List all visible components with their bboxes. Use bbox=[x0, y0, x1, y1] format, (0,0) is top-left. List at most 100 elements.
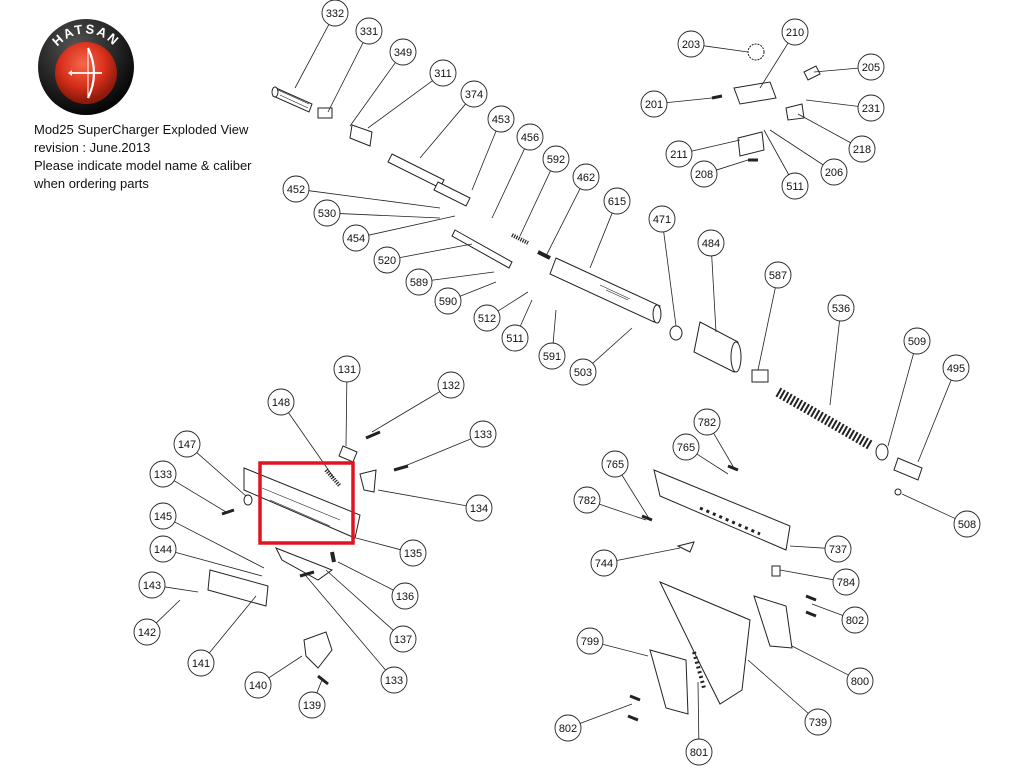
part-callout-208: 208 bbox=[690, 160, 718, 188]
callout-number: 137 bbox=[394, 634, 412, 646]
callout-number: 133 bbox=[154, 469, 172, 481]
callout-circle bbox=[405, 268, 433, 296]
leader-line-140 bbox=[268, 655, 303, 679]
leader-line-802b bbox=[580, 703, 633, 724]
screw-136-part bbox=[330, 551, 336, 563]
part-callout-147: 147 bbox=[173, 430, 201, 458]
leader-line-799 bbox=[602, 643, 649, 657]
callout-circle bbox=[848, 135, 876, 163]
part-callout-311: 311 bbox=[429, 59, 457, 87]
part-callout-201: 201 bbox=[640, 90, 668, 118]
leader-line-462 bbox=[545, 188, 581, 257]
callout-number: 765 bbox=[677, 442, 695, 454]
leader-line-142 bbox=[156, 599, 181, 624]
leader-line-591 bbox=[552, 309, 557, 344]
callout-number: 471 bbox=[653, 214, 671, 226]
callout-number: 799 bbox=[581, 636, 599, 648]
screws-802a-part bbox=[805, 594, 817, 618]
callout-number: 139 bbox=[303, 700, 321, 712]
ordering-note-line-1: Please indicate model name & caliber bbox=[34, 158, 252, 173]
part-callout-205: 205 bbox=[857, 53, 885, 81]
grip-panel-800-part bbox=[753, 595, 793, 649]
part-callout-133c: 133 bbox=[380, 666, 408, 694]
part-callout-520: 520 bbox=[373, 246, 401, 274]
callout-circle bbox=[677, 30, 705, 58]
part-callout-203: 203 bbox=[677, 30, 705, 58]
part-callout-802b: 802 bbox=[554, 714, 582, 742]
callout-number: 332 bbox=[326, 8, 344, 20]
callout-number: 511 bbox=[506, 333, 524, 345]
callout-number: 456 bbox=[521, 132, 539, 144]
callout-number: 205 bbox=[862, 62, 880, 74]
leader-line-145 bbox=[174, 521, 265, 569]
sear-131-part bbox=[338, 445, 358, 463]
callout-number: 144 bbox=[154, 544, 172, 556]
leader-line-590 bbox=[459, 281, 497, 297]
callout-circle bbox=[903, 327, 931, 355]
part-callout-484: 484 bbox=[697, 229, 725, 257]
callout-number: 311 bbox=[434, 68, 452, 80]
callout-circle bbox=[373, 246, 401, 274]
revision-text: revision : June.2013 bbox=[34, 140, 151, 155]
callout-number: 784 bbox=[837, 577, 855, 589]
clamp-218-part bbox=[785, 103, 805, 121]
leader-line-530 bbox=[339, 213, 441, 219]
callout-circle bbox=[572, 163, 600, 191]
callout-circle bbox=[764, 261, 792, 289]
leader-line-765a bbox=[696, 453, 729, 475]
callout-circle bbox=[434, 287, 462, 315]
part-callout-589: 589 bbox=[405, 268, 433, 296]
callout-circle bbox=[399, 539, 427, 567]
callout-circle bbox=[846, 667, 874, 695]
diagram-caption: Mod25 SuperCharger Exploded View revisio… bbox=[34, 121, 252, 193]
callout-circle bbox=[648, 205, 676, 233]
part-callout-782a: 782 bbox=[693, 408, 721, 436]
part-callout-512: 512 bbox=[473, 304, 501, 332]
spring-592-part bbox=[511, 233, 529, 245]
callout-circle bbox=[298, 691, 326, 719]
callout-circle bbox=[267, 388, 295, 416]
part-callout-801: 801 bbox=[685, 738, 713, 766]
callout-number: 374 bbox=[465, 89, 483, 101]
leader-line-139 bbox=[316, 679, 323, 694]
callout-number: 331 bbox=[360, 26, 378, 38]
callout-number: 203 bbox=[682, 39, 700, 51]
bushing-147-part bbox=[243, 494, 253, 506]
part-callouts: 3323313493113744534565924626154525304545… bbox=[133, 0, 981, 766]
callout-circle bbox=[465, 494, 493, 522]
callout-circle bbox=[781, 172, 809, 200]
leader-line-587 bbox=[757, 287, 776, 371]
part-callout-765b: 765 bbox=[601, 450, 629, 478]
screw-784-part bbox=[771, 565, 781, 577]
leader-line-452 bbox=[308, 190, 441, 209]
leader-line-509 bbox=[887, 353, 914, 447]
part-callout-218: 218 bbox=[848, 135, 876, 163]
pin-133b-part bbox=[221, 508, 235, 516]
callout-number: 201 bbox=[645, 99, 663, 111]
callout-circle bbox=[391, 582, 419, 610]
callout-number: 142 bbox=[138, 627, 156, 639]
callout-number: 590 bbox=[439, 296, 457, 308]
callout-number: 133 bbox=[385, 675, 403, 687]
front-sight-part bbox=[349, 124, 373, 147]
callout-circle bbox=[569, 358, 597, 386]
part-callout-765a: 765 bbox=[672, 433, 700, 461]
screws-765-part bbox=[641, 464, 739, 522]
callout-number: 206 bbox=[825, 167, 843, 179]
clip-744-part bbox=[676, 541, 695, 553]
callout-circle bbox=[173, 430, 201, 458]
sight-gear-203-part bbox=[747, 43, 765, 61]
part-callout-452: 452 bbox=[282, 175, 310, 203]
callout-circle bbox=[429, 59, 457, 87]
callout-circle bbox=[827, 294, 855, 322]
pin-132-part bbox=[365, 430, 381, 440]
part-callout-139: 139 bbox=[298, 691, 326, 719]
pin-201-part bbox=[711, 94, 723, 100]
part-callout-471: 471 bbox=[648, 205, 676, 233]
part-callout-137: 137 bbox=[389, 625, 417, 653]
part-callout-349: 349 bbox=[389, 38, 417, 66]
callout-circle bbox=[342, 224, 370, 252]
callout-number: 503 bbox=[574, 367, 592, 379]
compression-tube-part bbox=[549, 257, 662, 324]
leader-line-589 bbox=[431, 271, 495, 281]
